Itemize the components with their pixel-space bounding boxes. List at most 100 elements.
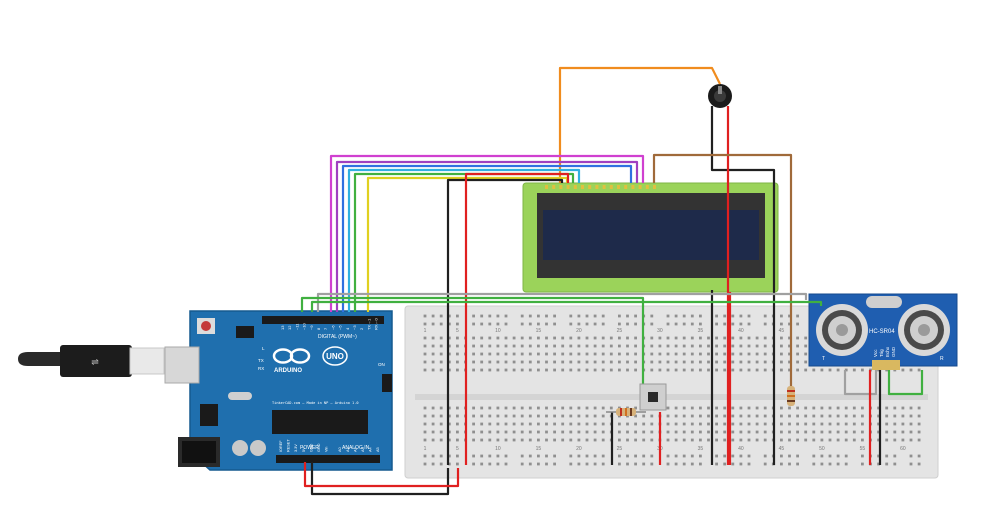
breadboard-hole <box>747 414 751 418</box>
breadboard-hole <box>731 322 735 326</box>
breadboard-hole <box>504 314 508 318</box>
breadboard-hole <box>917 422 921 426</box>
breadboard-hole <box>626 344 629 348</box>
breadboard-hole <box>755 422 759 426</box>
breadboard-hole <box>423 438 427 442</box>
breadboard-hole <box>569 438 573 442</box>
breadboard-hole <box>553 462 556 466</box>
sensor-pin-label: GND <box>891 346 896 357</box>
breadboard-hole <box>504 414 508 418</box>
potentiometer[interactable] <box>708 84 732 108</box>
breadboard-hole <box>520 344 524 348</box>
breadboard-hole <box>618 368 621 372</box>
breadboard-hole <box>763 344 767 348</box>
breadboard-hole <box>820 406 824 410</box>
breadboard-hole <box>796 454 799 458</box>
breadboard-hole <box>439 414 443 418</box>
column-number: 35 <box>698 446 704 452</box>
breadboard-hole <box>553 368 556 372</box>
breadboard-hole <box>431 368 435 372</box>
breadboard-hole <box>804 344 808 348</box>
breadboard-hole <box>577 314 581 318</box>
arduino-board[interactable] <box>164 310 393 471</box>
breadboard-hole <box>804 352 808 356</box>
lcd-display[interactable] <box>522 182 779 293</box>
breadboard-hole <box>504 422 508 426</box>
lcd-pin <box>653 185 656 189</box>
breadboard-hole <box>447 430 451 434</box>
breadboard-hole <box>674 462 678 466</box>
breadboard-hole <box>618 322 621 326</box>
breadboard-hole <box>618 314 621 318</box>
breadboard-hole <box>844 462 848 466</box>
breadboard-hole <box>828 422 832 426</box>
breadboard-hole <box>844 438 848 442</box>
breadboard-hole <box>488 322 492 326</box>
breadboard-hole <box>537 462 540 466</box>
breadboard-hole <box>537 336 540 340</box>
digital-pin-label: 13 <box>280 325 285 330</box>
breadboard-hole <box>593 430 597 434</box>
wire-green-lcd <box>353 172 575 312</box>
breadboard-hole <box>715 322 718 326</box>
breadboard-hole <box>780 322 783 326</box>
arduino-logo-text: ARDUINO <box>274 368 302 374</box>
breadboard-hole <box>528 336 532 340</box>
breadboard-hole <box>512 438 516 442</box>
breadboard-hole <box>723 438 727 442</box>
breadboard-hole <box>836 406 840 410</box>
breadboard-hole <box>852 406 856 410</box>
breadboard-hole <box>561 422 565 426</box>
breadboard-hole <box>893 422 897 426</box>
breadboard-hole <box>618 422 621 426</box>
breadboard-hole <box>447 352 451 356</box>
breadboard-hole <box>893 406 897 410</box>
breadboard-hole <box>755 336 759 340</box>
breadboard-hole <box>909 462 913 466</box>
breadboard-hole <box>690 352 694 356</box>
column-number: 55 <box>860 446 866 452</box>
breadboard-hole <box>585 322 589 326</box>
column-number: 1 <box>424 328 427 334</box>
breadboard-hole <box>488 336 492 340</box>
breadboard-hole <box>472 344 475 348</box>
breadboard-hole <box>893 462 897 466</box>
breadboard-hole <box>796 422 799 426</box>
breadboard-hole <box>553 344 556 348</box>
push-button[interactable] <box>639 383 667 411</box>
digital-pin-label: ~3 <box>352 325 357 330</box>
breadboard-hole <box>634 360 637 364</box>
breadboard[interactable] <box>404 305 939 479</box>
breadboard-hole <box>561 368 565 372</box>
breadboard-hole <box>569 462 573 466</box>
breadboard-hole <box>456 414 459 418</box>
breadboard-hole <box>585 422 589 426</box>
breadboard-hole <box>658 368 662 372</box>
breadboard-hole <box>456 430 459 434</box>
breadboard-hole <box>666 422 670 426</box>
breadboard-hole <box>431 336 435 340</box>
breadboard-hole <box>731 462 735 466</box>
breadboard-hole <box>626 322 629 326</box>
breadboard-hole <box>682 322 686 326</box>
column-number: 25 <box>617 328 623 334</box>
breadboard-hole <box>504 322 508 326</box>
wire-red-5v <box>303 462 460 488</box>
breadboard-hole <box>674 422 678 426</box>
lcd-pin <box>588 185 592 189</box>
lcd-pin <box>609 185 613 189</box>
breadboard-hole <box>723 422 727 426</box>
breadboard-hole <box>480 352 484 356</box>
ultrasonic-sensor[interactable] <box>808 293 958 370</box>
breadboard-hole <box>488 352 492 356</box>
breadboard-hole <box>496 454 500 458</box>
breadboard-hole <box>456 360 459 364</box>
breadboard-hole <box>642 422 646 426</box>
breadboard-hole <box>553 430 556 434</box>
breadboard-hole <box>788 406 791 410</box>
breadboard-hole <box>682 368 686 372</box>
breadboard-hole <box>877 414 880 418</box>
breadboard-hole <box>723 352 727 356</box>
breadboard-hole <box>447 438 451 442</box>
